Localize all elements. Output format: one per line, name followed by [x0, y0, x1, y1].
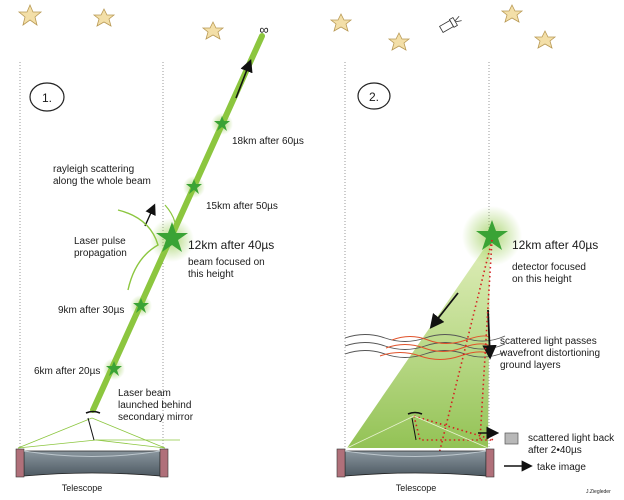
launch-line-2: launched behind	[118, 400, 191, 411]
mirror-mount-left	[336, 448, 346, 478]
mirror-mount-right	[485, 448, 495, 478]
telescope-label-1: Telescope	[62, 483, 103, 493]
scatter-line-3: ground layers	[500, 360, 561, 371]
back-line-2: after 2•40µs	[528, 445, 582, 456]
telescope-label-2: Telescope	[396, 483, 437, 493]
beam-star-15km	[183, 176, 205, 198]
panel-number-text: 2.	[369, 90, 379, 104]
green-star-icon	[214, 116, 230, 131]
panel-number-2: 2.	[357, 82, 391, 110]
scatter-line-2: wavefront distortioning	[499, 348, 600, 359]
scatter-arrow	[144, 203, 156, 227]
panel-1: 1. ∞	[15, 22, 304, 493]
detector-icon	[504, 432, 519, 445]
light-path-dotted	[413, 415, 495, 441]
green-star-icon	[106, 361, 122, 376]
detector-line-2: on this height	[512, 274, 572, 285]
beam-star-18km	[211, 113, 233, 135]
take-image-label: take image	[537, 462, 586, 473]
panel-number-1: 1.	[29, 82, 65, 112]
gold-star-icon	[500, 4, 524, 23]
label-6km: 6km after 20µs	[34, 366, 100, 377]
gold-star-icon	[387, 32, 411, 51]
green-star-icon	[476, 220, 508, 250]
secondary-mirror	[407, 411, 423, 415]
detector-line-1: detector focused	[512, 262, 586, 273]
panel-2: 2.	[336, 62, 615, 495]
focus-line-1: beam focused on	[188, 257, 265, 268]
wavefront-line	[344, 334, 506, 342]
telescope-1	[15, 410, 180, 478]
light-path-dotted	[479, 239, 493, 441]
downward-arrow	[429, 292, 459, 329]
author-credit: J.Ziegleder	[586, 489, 611, 495]
distorted-wavefront	[379, 351, 491, 360]
label-15km: 15km after 50µs	[206, 201, 278, 212]
satellite-icon	[439, 16, 462, 34]
distorted-wavefront	[391, 335, 491, 344]
sky-stars	[17, 3, 557, 51]
gold-star-icon	[17, 3, 43, 26]
label-12km: 12km after 40µs	[188, 238, 274, 252]
wavefront-line	[344, 342, 506, 350]
scatter-cone	[347, 240, 490, 448]
launch-line-3: secondary mirror	[118, 412, 194, 423]
pulse-line-1: Laser pulse	[74, 236, 126, 247]
pulse-line-2: propagation	[74, 248, 127, 259]
primary-mirror	[344, 450, 487, 477]
gold-star-icon	[201, 21, 225, 40]
gold-star-icon	[533, 30, 557, 49]
beam-star-9km	[130, 295, 152, 317]
launch-line-1: Laser beam	[118, 388, 171, 399]
green-star-icon	[156, 222, 188, 252]
label-12km-2: 12km after 40µs	[512, 238, 598, 252]
telescope-2	[336, 411, 495, 478]
distorted-wavefront	[385, 343, 491, 352]
beam-star-6km	[103, 358, 125, 380]
secondary-mirror	[85, 410, 101, 414]
downward-arrow	[482, 309, 497, 360]
rayleigh-line-2: along the whole beam	[53, 176, 151, 187]
green-star-icon	[133, 298, 149, 313]
wavefront-line	[344, 350, 506, 358]
beam-star-12km	[150, 218, 194, 262]
back-line-1: scattered light back	[528, 433, 615, 444]
primary-mirror	[23, 450, 161, 477]
beam-direction-arrow	[235, 59, 253, 99]
gold-star-icon	[92, 8, 116, 27]
infinity-symbol: ∞	[259, 22, 268, 37]
mirror-mount-left	[15, 448, 25, 478]
panel-number-text: 1.	[42, 91, 52, 105]
green-star-icon	[186, 179, 202, 194]
mirror-mount-right	[159, 448, 169, 478]
gold-star-icon	[329, 13, 353, 32]
focus-line-2: this height	[188, 269, 234, 280]
label-18km: 18km after 60µs	[232, 136, 304, 147]
rayleigh-line-1: rayleigh scattering	[53, 164, 134, 175]
light-path-dotted	[437, 239, 493, 459]
label-9km: 9km after 30µs	[58, 305, 124, 316]
scatter-line-1: scattered light passes	[500, 336, 597, 347]
